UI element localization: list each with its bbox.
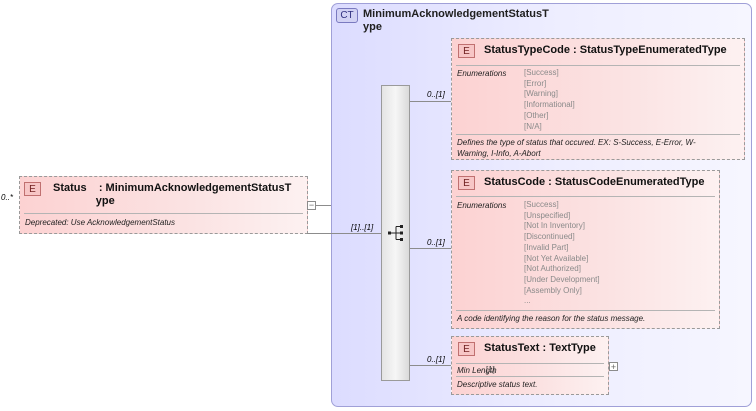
element-badge: E	[458, 176, 475, 190]
enumeration-values: [Success] [Error] [Warning] [Information…	[524, 68, 575, 131]
element-badge: E	[458, 44, 475, 58]
separator	[456, 196, 715, 197]
separator	[456, 65, 740, 66]
element-badge: E	[24, 182, 41, 196]
connector-line	[410, 365, 451, 366]
connector-line	[316, 205, 331, 206]
status-documentation: Deprecated: Use AcknowledgementStatus	[25, 218, 176, 227]
facet-label: Enumerations	[457, 69, 507, 78]
element-documentation: Defines the type of status that occured.…	[457, 138, 696, 158]
status-element-name: Status : MinimumAcknowledgementStatusT y…	[53, 182, 292, 207]
status-element[interactable]: E Status : MinimumAcknowledgementStatusT…	[19, 176, 308, 234]
complex-type-name: MinimumAcknowledgementStatusT ype	[363, 8, 549, 33]
separator	[456, 134, 740, 135]
facet-value: [1]	[486, 365, 495, 374]
separator	[456, 310, 715, 311]
connector-line	[410, 101, 451, 102]
element-name: StatusTypeCode : StatusTypeEnumeratedTyp…	[484, 44, 727, 56]
expand-toggle[interactable]: +	[609, 362, 618, 372]
connector-line	[307, 233, 381, 234]
status-multiplicity: 0..*	[1, 193, 14, 202]
separator	[456, 376, 604, 377]
facet-label: Min Length	[457, 366, 497, 375]
separator	[456, 363, 604, 364]
element-documentation: Descriptive status text.	[457, 380, 538, 389]
connector-line	[410, 248, 451, 249]
sequence-multiplicity: [1]..[1]	[351, 223, 374, 232]
element-status-type-code[interactable]: E StatusTypeCode : StatusTypeEnumeratedT…	[451, 38, 745, 160]
child-multiplicity: 0..[1]	[427, 355, 445, 364]
element-name: StatusText : TextType	[484, 342, 596, 354]
child-multiplicity: 0..[1]	[427, 238, 445, 247]
complex-type-badge: CT	[336, 8, 358, 23]
enumeration-values: [Success] [Unspecified] [Not In Inventor…	[524, 200, 600, 306]
collapse-toggle[interactable]: −	[307, 200, 316, 210]
element-badge: E	[458, 342, 475, 356]
child-multiplicity: 0..[1]	[427, 90, 445, 99]
element-documentation: A code identifying the reason for the st…	[457, 314, 646, 323]
element-name: StatusCode : StatusCodeEnumeratedType	[484, 176, 705, 188]
element-status-text[interactable]: E StatusText : TextType Min Length [1] D…	[451, 336, 609, 395]
separator	[24, 213, 303, 214]
element-status-code[interactable]: E StatusCode : StatusCodeEnumeratedType …	[451, 170, 720, 329]
facet-label: Enumerations	[457, 201, 507, 210]
sequence-icon	[388, 225, 403, 241]
